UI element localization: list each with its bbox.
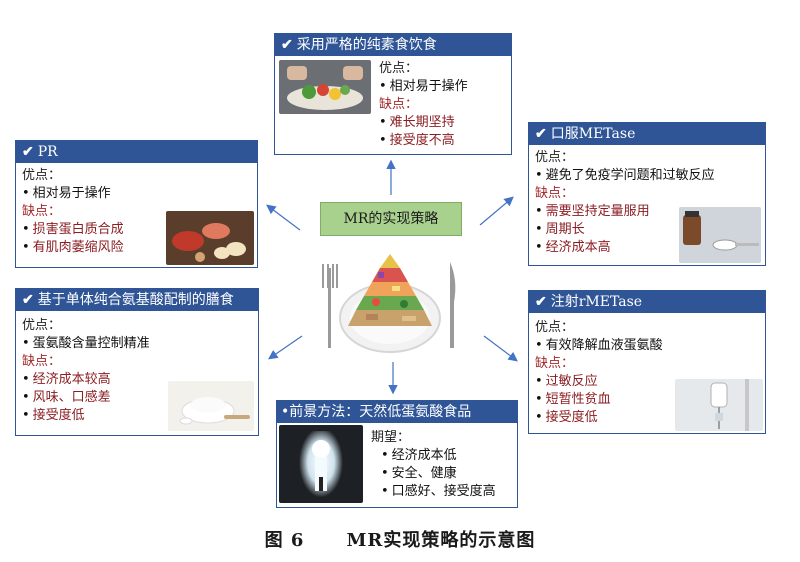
vegan-salad-photo-icon xyxy=(279,60,371,114)
pros-list: 避免了免疫学问题和过敏反应 xyxy=(535,167,765,185)
pros-list: 蛋氨酸含量控制精准 xyxy=(22,335,258,353)
card-title: 基于单体纯合氨基酸配制的膳食 xyxy=(37,292,234,308)
card-injected-rmetase: ✔注射rMETase 优点： 有效降解血液蛋氨酸 缺点： 过敏反应 短暂性贫血 … xyxy=(528,290,766,434)
meat-and-eggs-photo-icon xyxy=(166,211,254,265)
figure-number: 图 6 xyxy=(264,530,305,551)
card-body: 优点： 有效降解血液蛋氨酸 缺点： 过敏反应 短暂性贫血 接受度低 xyxy=(529,313,765,431)
check-icon: ✔ xyxy=(535,294,547,310)
expect-list: 经济成本低 安全、健康 口感好、接受度高 xyxy=(371,447,515,501)
list-item: 损害蛋白质合成 xyxy=(22,221,257,239)
pros-list: 有效降解血液蛋氨酸 xyxy=(535,337,765,355)
list-item: 短暂性贫血 xyxy=(535,391,765,409)
cons-label: 缺点： xyxy=(22,204,62,219)
cons-list: 损害蛋白质合成 有肌肉萎缩风险 xyxy=(22,221,257,257)
list-item: 蛋氨酸含量控制精准 xyxy=(22,335,258,353)
list-item: 口感好、接受度高 xyxy=(381,483,515,501)
list-item: 有肌肉萎缩风险 xyxy=(22,239,257,257)
center-strategy-label: MR的实现策略 xyxy=(320,202,462,236)
list-item: 经济成本低 xyxy=(381,447,515,465)
cons-label: 缺点： xyxy=(379,97,419,112)
pros-list: 相对易于操作 xyxy=(22,185,257,203)
list-item: 接受度低 xyxy=(535,409,765,427)
check-icon: ✔ xyxy=(22,144,34,160)
check-icon: ✔ xyxy=(535,126,547,142)
bullet-icon: • xyxy=(281,404,290,420)
pros-label: 优点： xyxy=(535,150,575,165)
light-doorway-photo-icon xyxy=(279,425,363,503)
list-item: 周期长 xyxy=(535,221,765,239)
arrow-to-inject xyxy=(483,335,518,362)
card-oral-metase: ✔口服METase 优点： 避免了免疫学问题和过敏反应 缺点： 需要坚持定量服用… xyxy=(528,122,766,266)
list-item: 接受度不高 xyxy=(379,132,509,150)
list-item: 风味、口感差 xyxy=(22,389,258,407)
figure-title: MR实现策略的示意图 xyxy=(346,530,536,551)
oral-medicine-spoon-photo-icon xyxy=(679,207,761,263)
food-pyramid-plate-icon xyxy=(322,254,456,353)
pros-list: 相对易于操作 xyxy=(379,78,509,96)
card-body: 优点： 蛋氨酸含量控制精准 缺点： 经济成本较高 风味、口感差 接受度低 xyxy=(16,311,258,431)
list-item: 难长期坚持 xyxy=(379,114,509,132)
card-title: 口服METase xyxy=(550,126,636,142)
list-item: 有效降解血液蛋氨酸 xyxy=(535,337,765,355)
card-header: ✔采用严格的纯素食饮食 xyxy=(275,34,511,56)
card-header: ✔注射rMETase xyxy=(529,291,765,313)
cons-label: 缺点： xyxy=(22,354,62,369)
pros-label: 优点： xyxy=(22,318,62,333)
arrow-to-oral xyxy=(479,196,514,226)
list-item: 经济成本较高 xyxy=(22,371,258,389)
cons-list: 经济成本较高 风味、口感差 接受度低 xyxy=(22,371,258,425)
arrow-to-aa xyxy=(268,335,303,360)
card-amino-acid-diet: ✔基于单体纯合氨基酸配制的膳食 优点： 蛋氨酸含量控制精准 缺点： 经济成本较高… xyxy=(15,288,259,436)
card-body: 优点： 相对易于操作 缺点： 损害蛋白质合成 有肌肉萎缩风险 xyxy=(16,163,257,265)
list-item: 经济成本高 xyxy=(535,239,765,257)
figure-caption: 图 6 MR实现策略的示意图 xyxy=(0,526,800,552)
pros-label: 优点： xyxy=(379,61,419,76)
arrow-to-pr xyxy=(266,204,301,231)
card-header: ✔PR xyxy=(16,141,257,163)
card-title: PR xyxy=(37,144,58,160)
card-title: 前景方法：天然低蛋氨酸食品 xyxy=(289,404,472,420)
list-item: 过敏反应 xyxy=(535,373,765,391)
pros-label: 优点： xyxy=(535,320,575,335)
check-icon: ✔ xyxy=(281,37,293,53)
check-icon: ✔ xyxy=(22,292,34,308)
cons-list: 难长期坚持 接受度不高 xyxy=(379,114,509,150)
card-future-approach: •前景方法：天然低蛋氨酸食品 期望： 经济成本低 安全、健康 口感好、接受度高 xyxy=(276,400,518,508)
list-item: 避免了免疫学问题和过敏反应 xyxy=(535,167,765,185)
card-header: ✔基于单体纯合氨基酸配制的膳食 xyxy=(16,289,258,311)
card-title: 注射rMETase xyxy=(550,294,643,310)
list-item: 相对易于操作 xyxy=(379,78,509,96)
cons-label: 缺点： xyxy=(535,186,575,201)
card-header: •前景方法：天然低蛋氨酸食品 xyxy=(277,401,517,423)
iv-drip-photo-icon xyxy=(675,379,763,431)
cons-label: 缺点： xyxy=(535,356,575,371)
list-item: 需要坚持定量服用 xyxy=(535,203,765,221)
card-header: ✔口服METase xyxy=(529,123,765,145)
card-pr: ✔PR 优点： 相对易于操作 缺点： 损害蛋白质合成 有肌肉萎缩风险 xyxy=(15,140,258,268)
powder-bowl-photo-icon xyxy=(168,381,254,431)
expect-label: 期望： xyxy=(371,430,411,445)
list-item: 接受度低 xyxy=(22,407,258,425)
card-title: 采用严格的纯素食饮食 xyxy=(296,37,437,53)
cons-list: 需要坚持定量服用 周期长 经济成本高 xyxy=(535,203,765,257)
card-vegan-diet: ✔采用严格的纯素食饮食 优点： 相对易于操作 缺点： 难长期坚持 接受度不高 xyxy=(274,33,512,155)
list-item: 相对易于操作 xyxy=(22,185,257,203)
card-body: 优点： 避免了免疫学问题和过敏反应 缺点： 需要坚持定量服用 周期长 经济成本高 xyxy=(529,145,765,263)
list-item: 安全、健康 xyxy=(381,465,515,483)
pros-label: 优点： xyxy=(22,168,62,183)
cons-list: 过敏反应 短暂性贫血 接受度低 xyxy=(535,373,765,427)
